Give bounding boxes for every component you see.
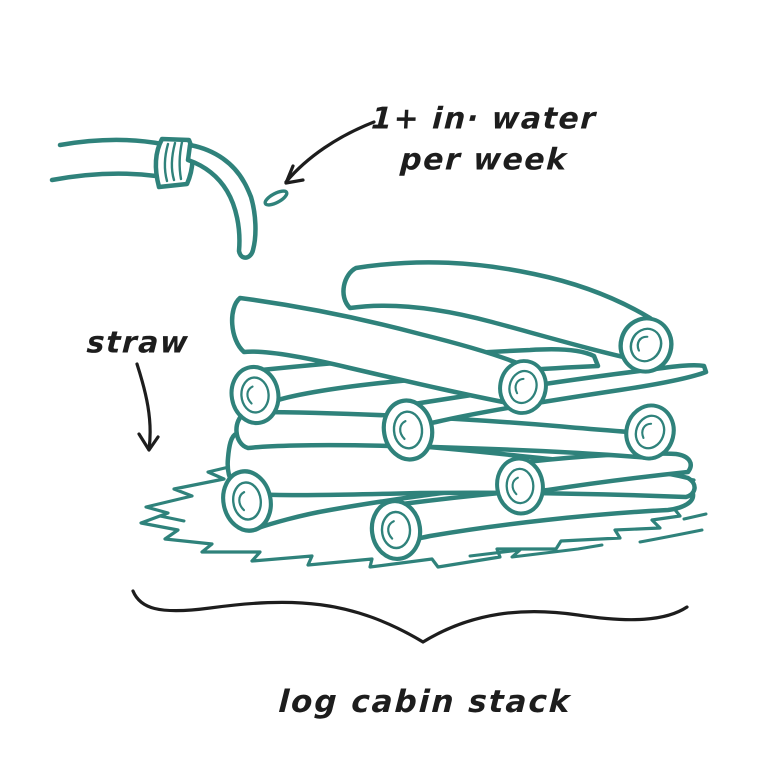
caption-label: log cabin stack [277,684,573,720]
straw-label: straw [85,325,191,361]
water-stream-icon [185,142,258,260]
garden-hose-icon [49,136,289,260]
water-amount-label-line1: 1+ in· water [370,101,598,137]
straw-arrow-icon [135,362,160,452]
water-amount-label-line2: per week [399,142,569,178]
curly-brace-icon [131,589,689,644]
water-arrow-icon [284,120,376,185]
water-droplet-icon [263,189,289,207]
log-stack-icon [218,260,709,562]
